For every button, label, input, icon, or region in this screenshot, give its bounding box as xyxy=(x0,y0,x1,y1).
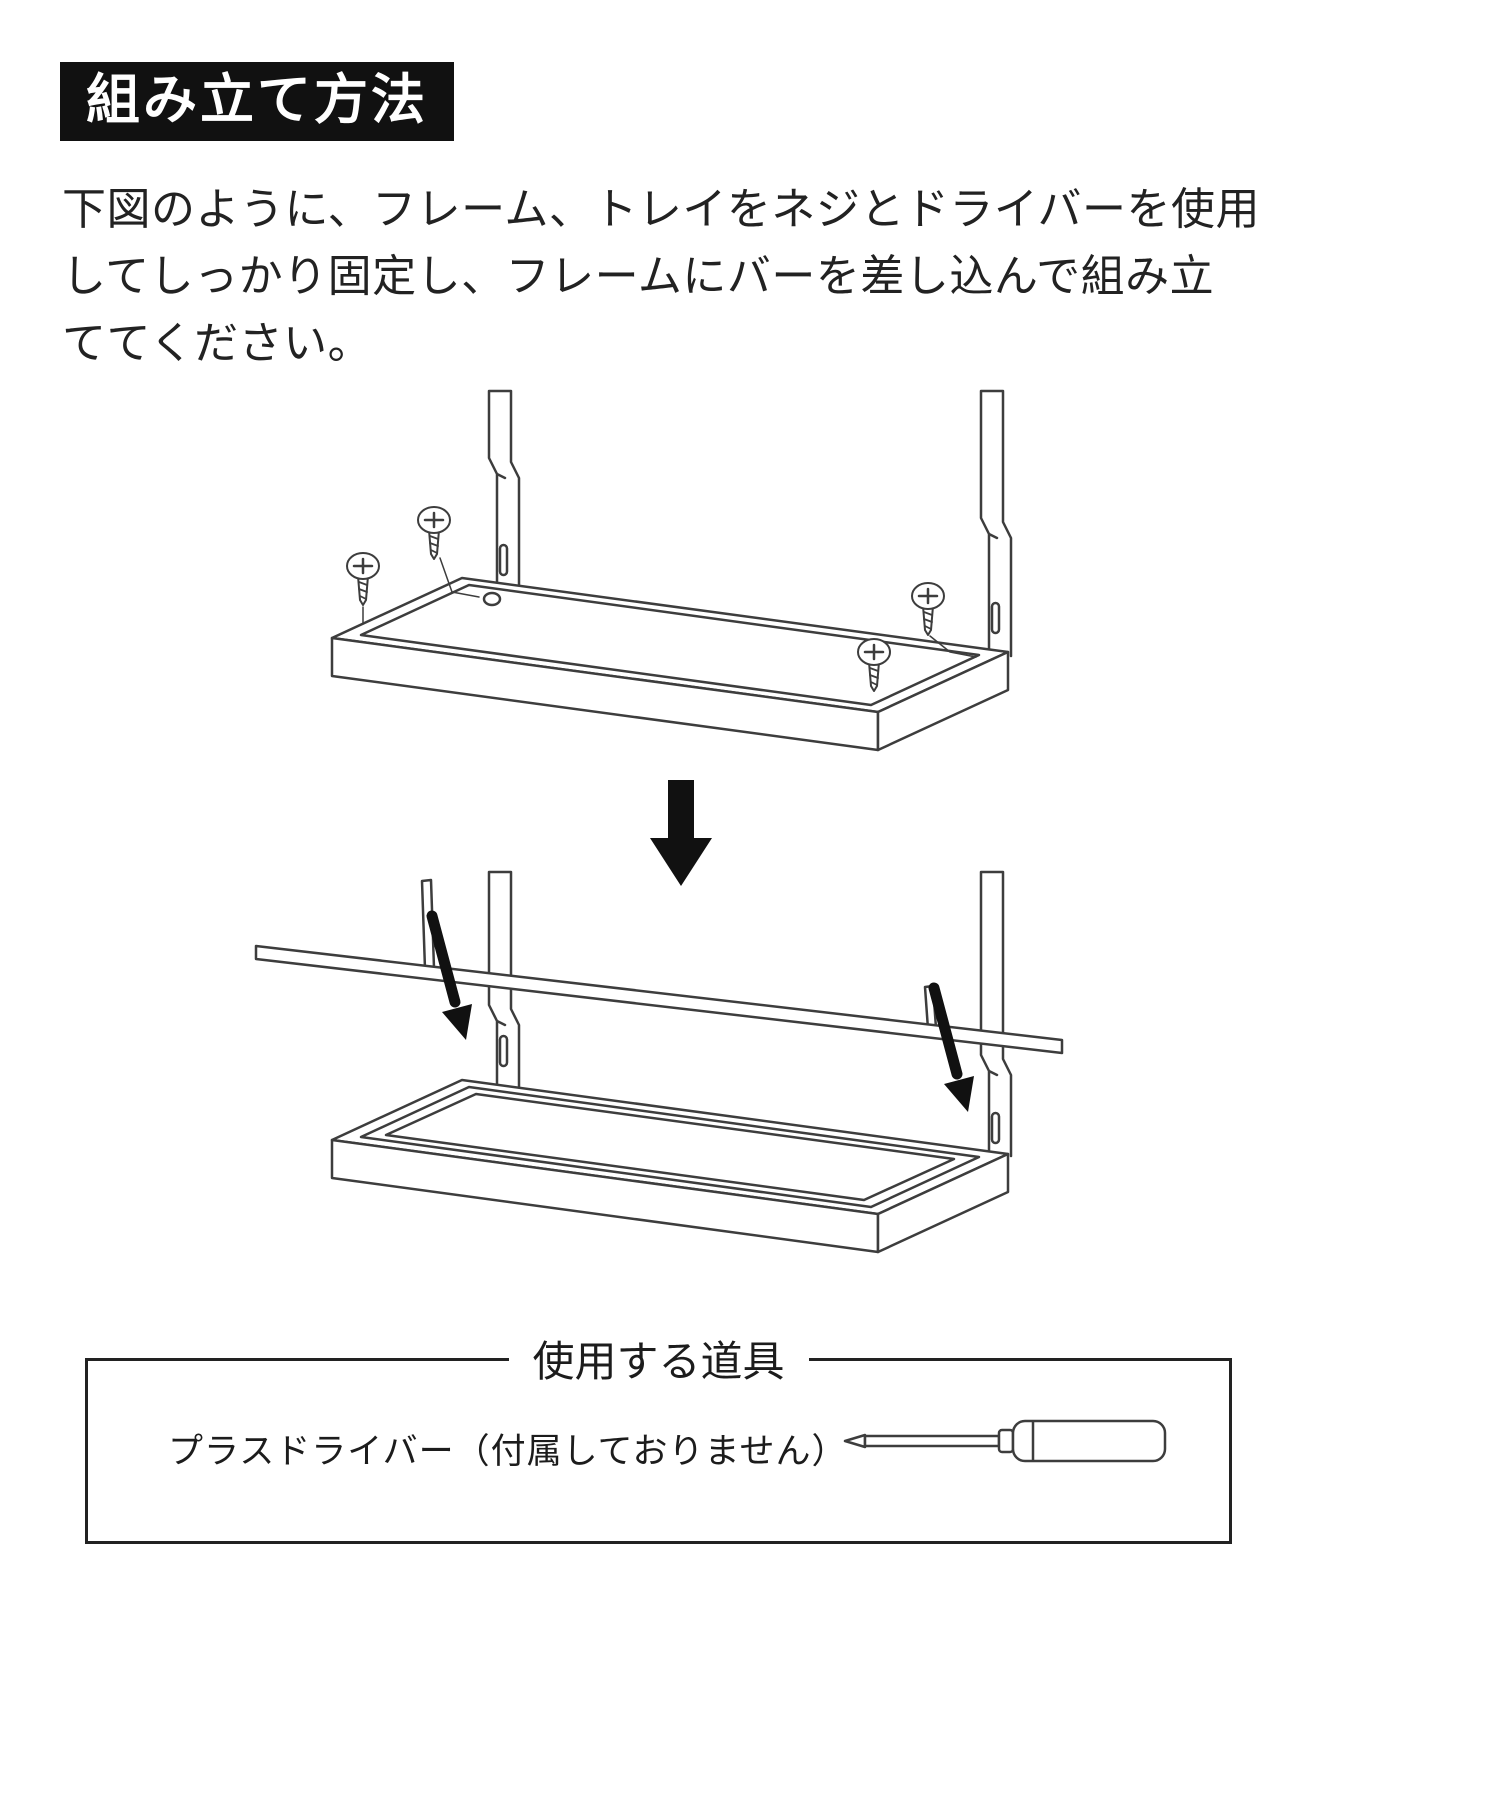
tools-box-title: 使用する道具 xyxy=(508,1328,809,1390)
step1-illustration xyxy=(330,389,1013,752)
frame-slot xyxy=(498,1034,509,1068)
step2-right-frame xyxy=(979,870,1013,1158)
page-title: 組み立て方法 xyxy=(60,62,454,141)
screwdriver-handle xyxy=(1011,1419,1167,1463)
screwdriver-shaft xyxy=(863,1434,1001,1448)
leader-lines xyxy=(362,557,977,658)
hanging-bar xyxy=(254,878,1064,1055)
phillips-screw-icon xyxy=(910,581,946,637)
screwdriver-collar xyxy=(997,1428,1015,1454)
phillips-screwdriver-icon xyxy=(843,1419,1167,1463)
assembly-diagram xyxy=(254,389,1064,1254)
phillips-screw-icon xyxy=(345,551,381,607)
frame-slot xyxy=(990,601,1001,635)
instruction-paragraph: 下図のように、フレーム、トレイをネジとドライバーを使用 してしっかり固定し、フレ… xyxy=(62,176,1260,377)
instruction-line: ててください。 xyxy=(62,319,373,368)
step2-illustration xyxy=(254,870,1064,1254)
step1-right-frame xyxy=(979,389,1013,658)
step2-tray xyxy=(330,1078,1010,1254)
frame-slot xyxy=(990,1111,1001,1145)
step1-tray xyxy=(330,576,1010,752)
frame-slot xyxy=(498,543,509,577)
instruction-line: 下図のように、フレーム、トレイをネジとドライバーを使用 xyxy=(62,185,1260,234)
phillips-screw-icon xyxy=(416,505,452,561)
insert-direction-arrow-icon xyxy=(426,910,472,1040)
tools-item-label: プラスドライバー（付属しておりません） xyxy=(168,1432,848,1471)
screw-hole xyxy=(482,591,502,607)
instruction-line: してしっかり固定し、フレームにバーを差し込んで組み立 xyxy=(62,252,1215,301)
insert-direction-arrow-icon xyxy=(928,982,974,1112)
step1-left-frame xyxy=(487,389,521,608)
bar-rail xyxy=(254,944,1064,1055)
tools-box: 使用する道具 プラスドライバー（付属しておりません） xyxy=(85,1328,1232,1544)
screwdriver-tip xyxy=(843,1433,867,1449)
down-arrow-icon xyxy=(650,780,712,886)
step2-left-frame xyxy=(487,870,521,1094)
